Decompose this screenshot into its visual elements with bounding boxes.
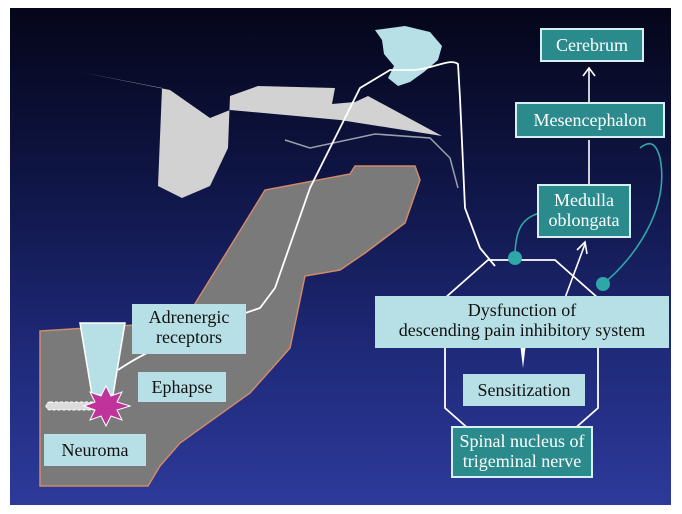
ephapse-box: Ephapse bbox=[138, 372, 226, 402]
dysfunction-box: Dysfunction of descending pain inhibitor… bbox=[375, 296, 669, 348]
medulla-label-line2: oblongata bbox=[539, 210, 629, 230]
adrenergic-label-line2: receptors bbox=[132, 327, 246, 347]
adrenergic-box: Adrenergic receptors bbox=[132, 304, 246, 354]
dysfunction-label-line1: Dysfunction of bbox=[375, 300, 669, 320]
cerebrum-box: Cerebrum bbox=[540, 28, 644, 62]
mesencephalon-box: Mesencephalon bbox=[515, 102, 665, 138]
diagram-canvas: Cerebrum Mesencephalon Medulla oblongata… bbox=[10, 8, 671, 505]
ephapse-label: Ephapse bbox=[152, 377, 213, 397]
dysfunction-label-line2: descending pain inhibitory system bbox=[375, 320, 669, 340]
spinal-nucleus-label-line1: Spinal nucleus of bbox=[453, 431, 591, 451]
brain-shape bbox=[375, 26, 442, 86]
sensitization-box: Sensitization bbox=[463, 374, 585, 406]
spinal-nucleus-label-line2: trigeminal nerve bbox=[453, 451, 591, 471]
spinal-nucleus-box: Spinal nucleus of trigeminal nerve bbox=[451, 426, 593, 478]
sensitization-label: Sensitization bbox=[478, 380, 571, 400]
cerebrum-label: Cerebrum bbox=[556, 35, 628, 55]
medulla-box: Medulla oblongata bbox=[537, 184, 631, 238]
adrenergic-label-line1: Adrenergic bbox=[132, 307, 246, 327]
inhibitory-node-2 bbox=[596, 277, 610, 291]
neuroma-box: Neuroma bbox=[44, 434, 146, 466]
inhibitory-node-1 bbox=[508, 251, 522, 265]
neuroma-label: Neuroma bbox=[62, 440, 129, 460]
mesencephalon-label: Mesencephalon bbox=[534, 110, 647, 130]
medulla-label-line1: Medulla bbox=[539, 190, 629, 210]
